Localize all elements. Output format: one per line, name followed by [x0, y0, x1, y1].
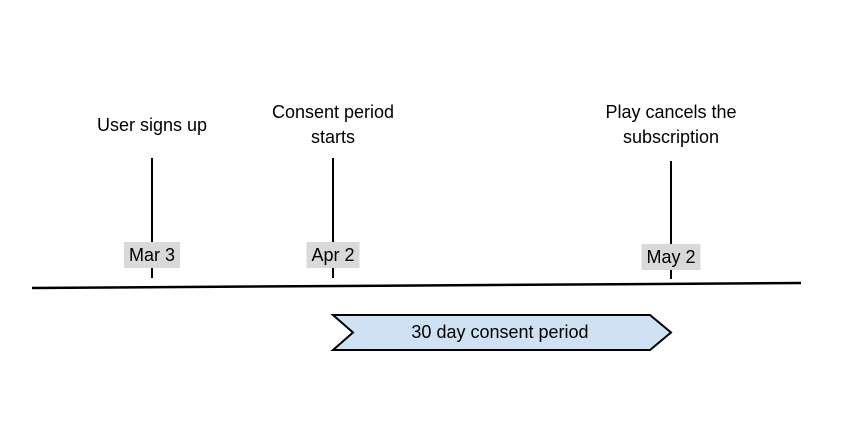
event-label-user-signs-up: User signs up — [96, 114, 208, 135]
event-label-play-cancels-subscription: Play cancels the subscription — [605, 102, 737, 147]
date-chip-may-2: May 2 — [641, 244, 701, 270]
date-chip-mar-3: Mar 3 — [123, 242, 181, 268]
timeline-axis-line — [31, 281, 802, 290]
consent-period-banner-shape — [330, 314, 673, 351]
event-label-consent-period-starts: Consent period starts — [271, 102, 395, 147]
date-chip-apr-2: Apr 2 — [306, 242, 360, 268]
consent-period-banner-label: 30 day consent period — [411, 322, 589, 342]
